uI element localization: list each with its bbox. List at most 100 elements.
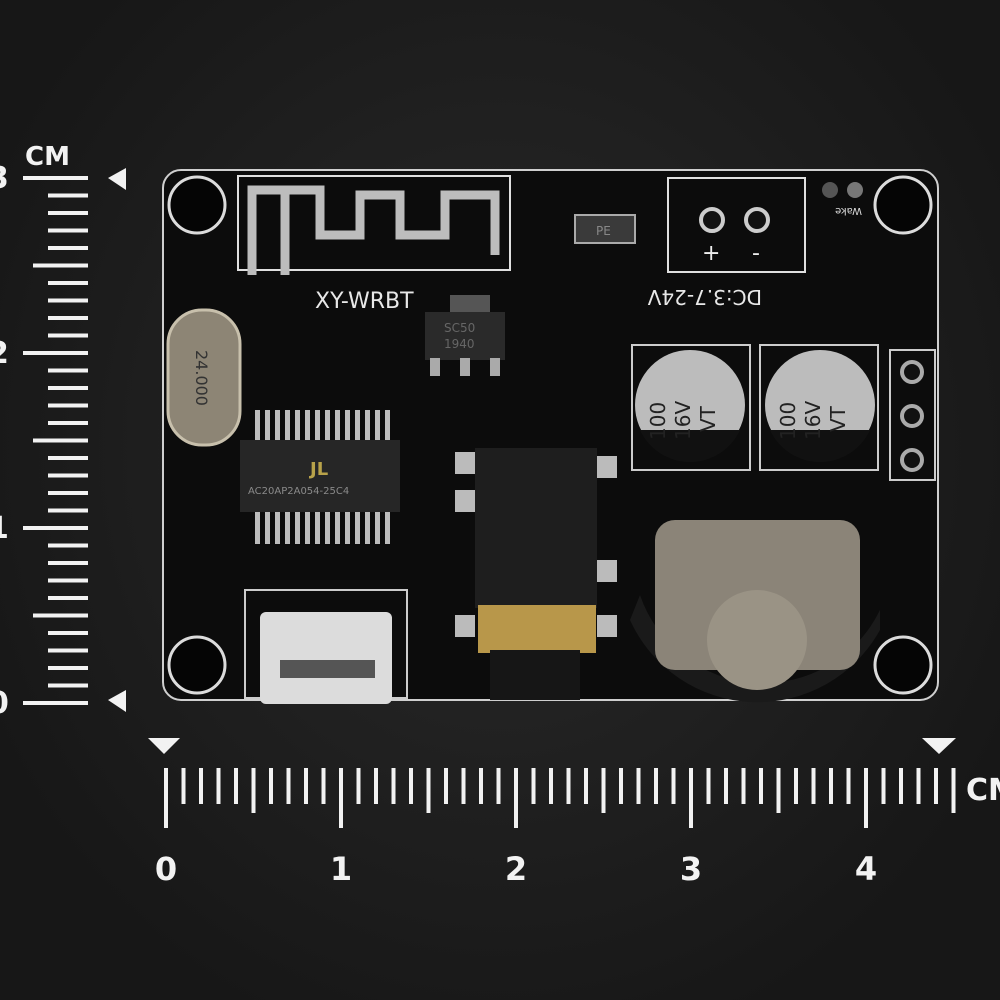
ruler-tick xyxy=(23,701,88,705)
ruler-tick xyxy=(391,768,396,804)
model-label: XY-WRBT xyxy=(315,289,414,314)
chip-pin xyxy=(375,512,380,544)
chip-pin xyxy=(345,410,350,440)
cap1-series: VT xyxy=(696,405,720,432)
bottom-right-marker-icon xyxy=(922,738,956,754)
mounting-hole xyxy=(167,175,227,235)
ruler-tick xyxy=(286,768,291,804)
capacitor-1: 100 16V VT xyxy=(631,344,751,471)
ruler-tick xyxy=(48,368,88,373)
ruler-tick xyxy=(549,768,553,804)
diode-marking: PE xyxy=(596,224,611,238)
chip-pin xyxy=(255,512,260,544)
ruler-tick xyxy=(33,613,88,618)
chip-pin xyxy=(355,512,360,544)
crystal-label: 24.000 xyxy=(192,350,211,406)
pcb-antenna xyxy=(237,175,511,275)
ruler-tick xyxy=(48,246,88,250)
ruler-tick xyxy=(496,768,501,804)
ruler-tick xyxy=(48,316,88,320)
ruler-tick xyxy=(164,768,168,828)
chip-pin xyxy=(365,512,370,544)
chip-pin xyxy=(265,512,270,544)
capacitor-2: 100 16V VT xyxy=(759,344,879,471)
pin-header xyxy=(889,349,936,481)
bottom-left-marker-icon xyxy=(148,738,180,754)
ruler-tick xyxy=(636,768,641,804)
chip-pin xyxy=(335,410,340,440)
battery-holder xyxy=(630,520,880,703)
mounting-hole xyxy=(167,635,227,695)
audio-jack xyxy=(455,448,617,700)
bluetooth-chip: JL AC20AP2A054-25C4 xyxy=(240,410,400,544)
ruler-tick xyxy=(811,768,816,804)
ruler-tick xyxy=(269,768,273,804)
left-top-marker-icon xyxy=(108,168,126,190)
ruler-tick xyxy=(48,386,88,390)
chip-pin xyxy=(315,512,320,544)
ruler-tick xyxy=(33,263,88,268)
ruler-tick xyxy=(33,438,88,443)
ruler-tick xyxy=(479,768,483,804)
ruler-tick xyxy=(426,768,431,813)
wake-label: Wake xyxy=(835,205,862,216)
ruler-tick xyxy=(48,683,88,688)
chip-pin xyxy=(305,512,310,544)
left-bottom-marker-icon xyxy=(108,690,126,712)
cap1-voltage: 16V xyxy=(671,401,695,440)
left-ruler-label: 2 xyxy=(0,336,9,371)
cap2-value: 100 xyxy=(776,402,800,440)
ruler-tick xyxy=(706,768,711,804)
ruler-tick xyxy=(444,768,448,804)
ruler-tick xyxy=(251,768,256,813)
mounting-holes xyxy=(167,175,933,695)
chip-pin xyxy=(295,410,300,440)
chip-pin xyxy=(355,410,360,440)
ruler-tick xyxy=(934,768,938,804)
chip-pin xyxy=(325,512,330,544)
power-terminal: + - xyxy=(667,177,806,273)
ruler-tick xyxy=(48,631,88,635)
ruler-tick xyxy=(776,768,781,813)
chip-pin xyxy=(385,512,390,544)
bottom-ruler-label: 3 xyxy=(680,850,702,888)
ruler-tick xyxy=(181,768,186,804)
left-ruler: CM 3210 xyxy=(0,142,126,721)
chip-logo: JL xyxy=(308,459,328,480)
ruler-tick xyxy=(48,543,88,548)
ruler-tick xyxy=(48,333,88,338)
bottom-ruler-label: 2 xyxy=(505,850,527,888)
chip-pin xyxy=(375,410,380,440)
ruler-tick xyxy=(794,768,798,804)
ruler-tick xyxy=(48,421,88,425)
ruler-tick xyxy=(741,768,746,804)
mounting-hole xyxy=(873,175,933,235)
ruler-tick xyxy=(584,768,588,804)
bottom-ruler-label: 1 xyxy=(330,850,352,888)
ruler-tick xyxy=(48,596,88,600)
bottom-ruler-label: 0 xyxy=(155,850,177,888)
ruler-tick xyxy=(304,768,308,804)
chip-pin xyxy=(315,410,320,440)
pcb-board: XY-WRBT 24.000 JL AC20AP2A054-25C4 SC50 … xyxy=(162,169,939,704)
ruler-tick xyxy=(356,768,361,804)
ruler-tick xyxy=(514,768,518,828)
ruler-tick xyxy=(619,768,623,804)
ruler-tick xyxy=(48,403,88,408)
regulator-code: 1940 xyxy=(444,337,475,351)
left-ruler-label: 1 xyxy=(0,511,9,546)
chip-pin xyxy=(335,512,340,544)
ruler-tick xyxy=(461,768,466,804)
ruler-tick xyxy=(48,281,88,285)
ruler-tick xyxy=(48,193,88,198)
ruler-tick xyxy=(23,526,88,530)
chip-pin xyxy=(305,410,310,440)
ruler-tick xyxy=(339,768,343,828)
cap1-value: 100 xyxy=(646,402,670,440)
ruler-tick xyxy=(689,768,693,828)
voltage-regulator: SC50 1940 xyxy=(425,295,505,376)
chip-pin xyxy=(325,410,330,440)
terminal-plus: + xyxy=(702,241,720,266)
chip-marking: AC20AP2A054-25C4 xyxy=(248,486,349,497)
